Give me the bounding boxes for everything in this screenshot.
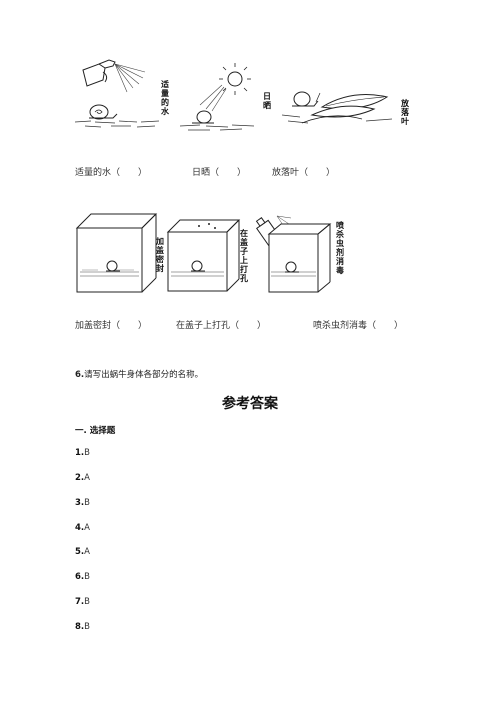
answer-item: 2.A <box>75 473 90 483</box>
box3-vertical-label: 喷杀虫剂消毒 <box>336 221 344 275</box>
answer-value: B <box>84 498 90 508</box>
caption-holes: 在盖子上打孔（ ） <box>176 321 267 331</box>
sealed-box-drawing <box>75 213 158 293</box>
answer-number: 7. <box>75 597 85 607</box>
answer-value: A <box>84 523 90 533</box>
answer-value: A <box>84 473 90 483</box>
scene2-label: 日晒 <box>263 92 271 110</box>
question-6: 6.请写出蜗牛身体各部分的名称。 <box>75 368 203 380</box>
caption-sealed: 加盖密封（ ） <box>75 321 148 331</box>
answer-item: 1.B <box>75 448 90 458</box>
spray-bottle-snail-drawing <box>74 59 160 128</box>
answer-key-title: 参考答案 <box>222 396 278 412</box>
box1-vertical-label: 加盖密封 <box>156 237 164 273</box>
scene1-vertical-label: 适量的水 <box>161 80 169 116</box>
answer-value: B <box>84 448 90 458</box>
scene3-vertical-label: 放落叶 <box>401 99 409 126</box>
section-title: 一. 选择题 <box>75 426 116 436</box>
sprayed-box-drawing <box>255 215 332 293</box>
answer-number: 6. <box>75 572 85 582</box>
answer-value: B <box>84 597 90 607</box>
answer-value: B <box>84 572 90 582</box>
answer-item: 3.B <box>75 498 90 508</box>
holed-box-drawing <box>166 219 241 292</box>
box-with-holes <box>166 218 241 293</box>
question-6-text: 请写出蜗牛身体各部分的名称。 <box>84 370 204 380</box>
answer-value: A <box>84 547 90 557</box>
answer-number: 5. <box>75 547 85 557</box>
illustration-sunlight <box>179 63 260 131</box>
answer-number: 2. <box>75 473 85 483</box>
answer-number: 4. <box>75 523 85 533</box>
box-sealed <box>75 212 158 294</box>
caption-spray: 喷杀虫剂消毒（ ） <box>313 321 404 331</box>
answer-item: 7.B <box>75 597 90 607</box>
box2-vertical-label: 在盖子上打孔 <box>240 229 248 283</box>
answer-number: 3. <box>75 498 85 508</box>
answer-item: 8.B <box>75 622 90 632</box>
answer-item: 5.A <box>75 547 90 557</box>
leaves-snail-drawing <box>281 91 393 124</box>
answer-number: 8. <box>75 622 85 632</box>
answer-value: B <box>84 622 90 632</box>
caption-sun: 日晒（ ） <box>192 168 247 178</box>
illustration-watering <box>74 58 175 128</box>
caption-water: 适量的水（ ） <box>75 168 148 178</box>
sun-snail-drawing <box>179 63 255 131</box>
box-sprayed <box>255 210 332 294</box>
answer-item: 6.B <box>75 572 90 582</box>
caption-leaves: 放落叶（ ） <box>272 168 336 178</box>
question-6-number: 6. <box>75 370 85 380</box>
answer-item: 4.A <box>75 523 90 533</box>
illustration-leaves <box>281 75 397 130</box>
answer-number: 1. <box>75 448 85 458</box>
